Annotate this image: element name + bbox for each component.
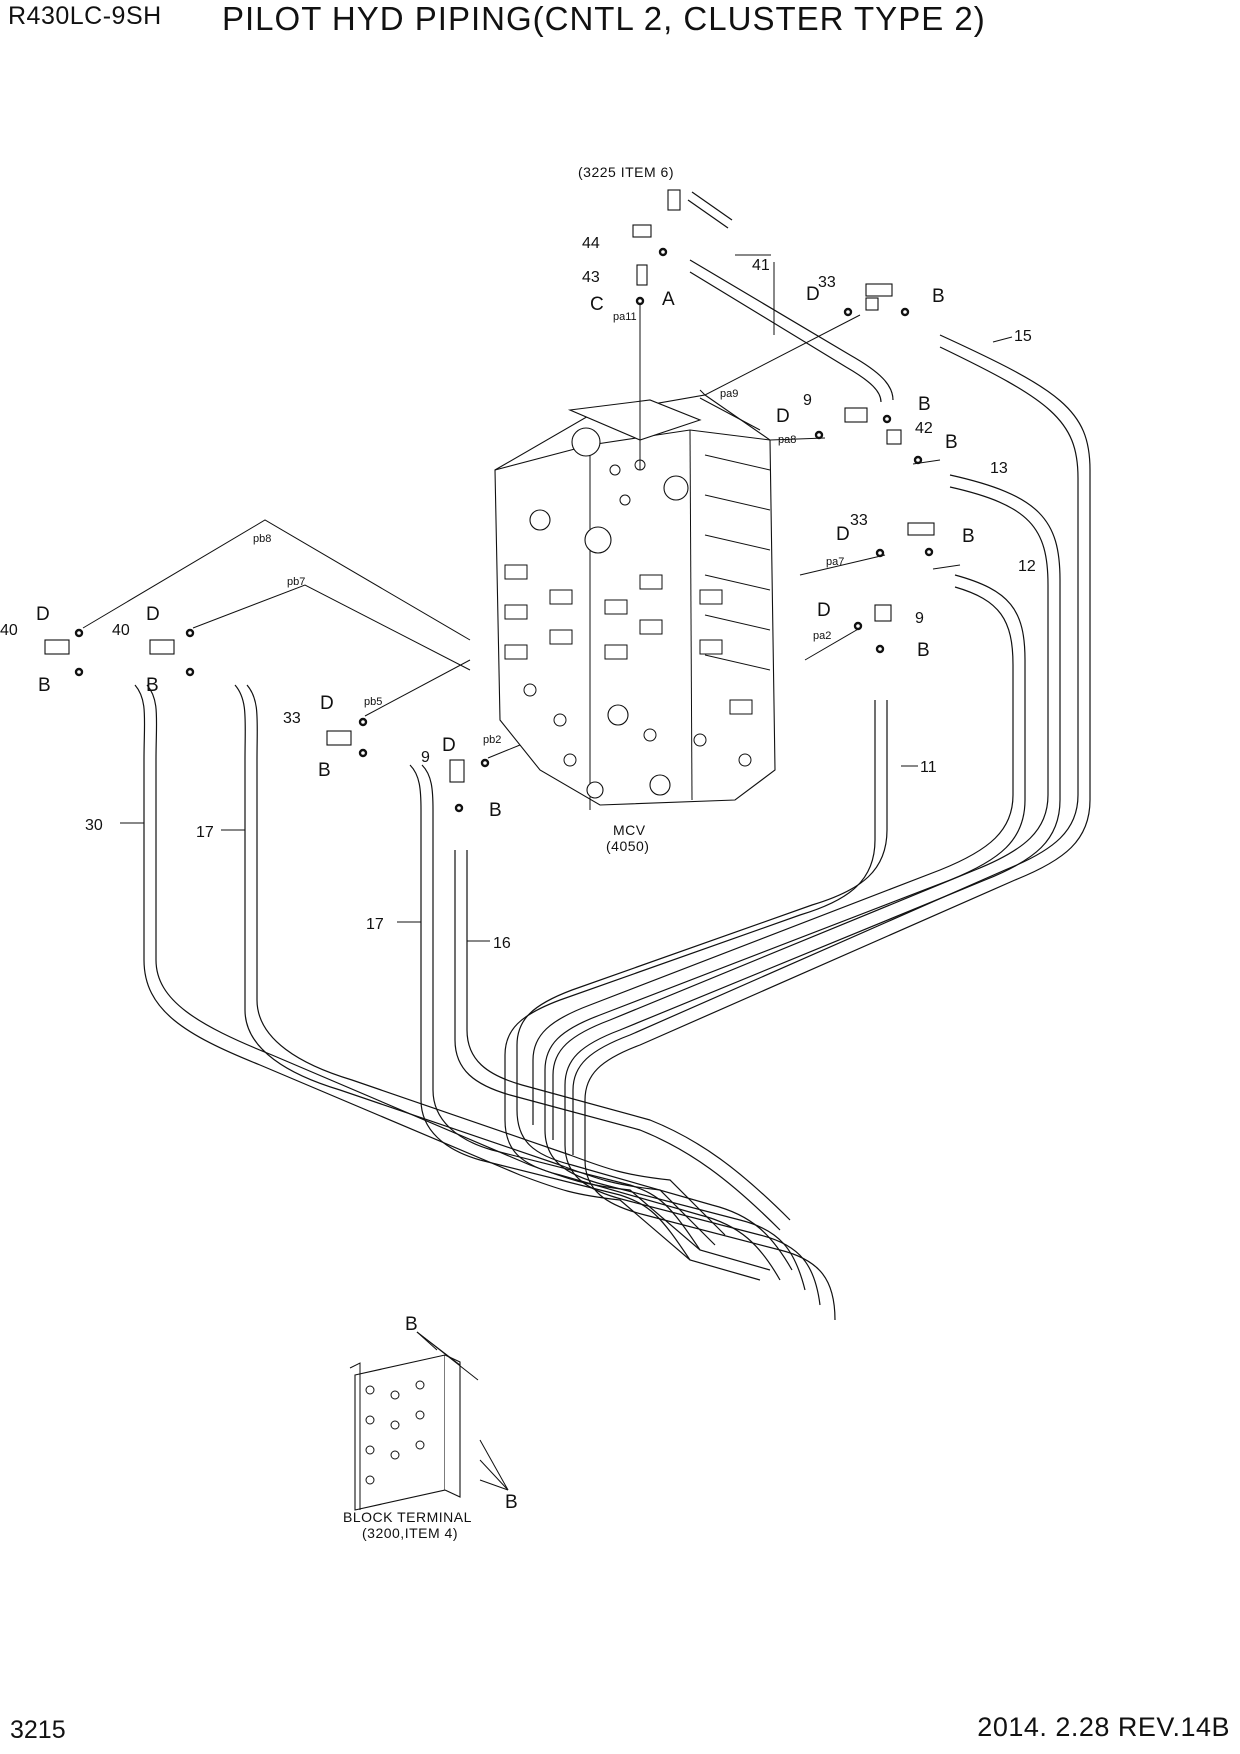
part-9-mid: 9 <box>915 610 924 627</box>
part-16: 16 <box>493 935 511 952</box>
hose-30 <box>134 684 761 1281</box>
letter-b-9: B <box>489 800 502 821</box>
letter-b-6: B <box>38 675 51 696</box>
part-40-right: 40 <box>112 622 130 639</box>
port-pa7: pa7 <box>826 556 844 568</box>
letter-d-5: D <box>36 604 50 625</box>
part-number-labels: 44 43 41 33 15 9 42 13 33 12 9 40 40 33 … <box>0 235 1036 952</box>
fittings <box>44 189 935 783</box>
part-17-middle: 17 <box>366 916 384 933</box>
connection-letter-labels: A C D B B D B D B D B D B D B D B D B B … <box>36 284 975 1513</box>
mcv-label: MCV <box>613 822 646 838</box>
hose-12 <box>544 574 1026 1291</box>
page-number: 3215 <box>10 1716 66 1744</box>
model-number: R430LC-9SH <box>8 2 162 30</box>
part-33-top: 33 <box>818 274 836 291</box>
letter-b-11: B <box>505 1492 518 1513</box>
part-15: 15 <box>1014 328 1032 345</box>
part-41: 41 <box>752 257 770 274</box>
part-33-lower: 33 <box>283 710 301 727</box>
mcv-valve-body <box>494 394 776 810</box>
port-pa8: pa8 <box>778 434 796 446</box>
reference-labels: (3225 ITEM 6) MCV (4050) BLOCK TERMINAL … <box>343 164 674 1541</box>
port-pb5: pb5 <box>364 696 382 708</box>
part-12: 12 <box>1018 558 1036 575</box>
letter-d-4: D <box>817 600 831 621</box>
part-43: 43 <box>582 269 600 286</box>
part-30: 30 <box>85 817 103 834</box>
mcv-ref-label: (4050) <box>606 838 649 854</box>
hose-runs <box>134 191 1091 1321</box>
letter-d-1: D <box>806 284 820 305</box>
hose-15 <box>584 334 1091 1321</box>
letter-d-3: D <box>836 524 850 545</box>
part-13: 13 <box>990 460 1008 477</box>
revision-date: 2014. 2.28 REV.14B <box>977 1712 1230 1742</box>
port-pa11: pa11 <box>613 311 637 323</box>
part-9-lower: 9 <box>421 749 430 766</box>
port-pb2: pb2 <box>483 734 501 746</box>
ref-3225-label: (3225 ITEM 6) <box>578 164 674 180</box>
port-labels: pa11 pa9 pa8 pa7 pa2 pb8 pb7 pb5 pb2 <box>253 311 844 746</box>
letter-b-8: B <box>318 760 331 781</box>
hose-17-left <box>234 684 716 1246</box>
part-17-left: 17 <box>196 824 214 841</box>
block-terminal <box>349 1354 461 1511</box>
part-9-upper: 9 <box>803 392 812 409</box>
block-terminal-label: BLOCK TERMINAL <box>343 1509 472 1525</box>
part-11: 11 <box>920 759 937 776</box>
port-pa9: pa9 <box>720 388 738 400</box>
letter-c: C <box>590 294 604 315</box>
port-pb8: pb8 <box>253 533 271 545</box>
hose-11 <box>504 700 876 1281</box>
letter-b-3: B <box>945 432 958 453</box>
o-rings <box>74 247 934 813</box>
letter-b-4: B <box>962 526 975 547</box>
letter-a: A <box>662 289 675 310</box>
block-terminal-ref-label: (3200,ITEM 4) <box>362 1525 458 1541</box>
leader-lines <box>82 254 1013 1491</box>
port-pb7: pb7 <box>287 576 305 588</box>
hose-16 <box>454 850 781 1231</box>
hose-17-middle <box>409 764 691 1261</box>
page-title: PILOT HYD PIPING(CNTL 2, CLUSTER TYPE 2) <box>222 0 986 37</box>
part-42: 42 <box>915 420 933 437</box>
part-33-mid: 33 <box>850 512 868 529</box>
part-40-left: 40 <box>0 622 18 639</box>
letter-d-6: D <box>146 604 160 625</box>
hose-41 <box>689 259 894 401</box>
letter-d-7: D <box>320 693 334 714</box>
letter-d-2: D <box>776 406 790 427</box>
hose-13 <box>564 474 1061 1306</box>
letter-b-7: B <box>146 675 159 696</box>
letter-d-8: D <box>442 735 456 756</box>
port-pa2: pa2 <box>813 630 831 642</box>
letter-b-10: B <box>405 1314 418 1335</box>
letter-b-5: B <box>917 640 930 661</box>
letter-b-2: B <box>918 394 931 415</box>
part-44: 44 <box>582 235 600 252</box>
letter-b-1: B <box>932 286 945 307</box>
